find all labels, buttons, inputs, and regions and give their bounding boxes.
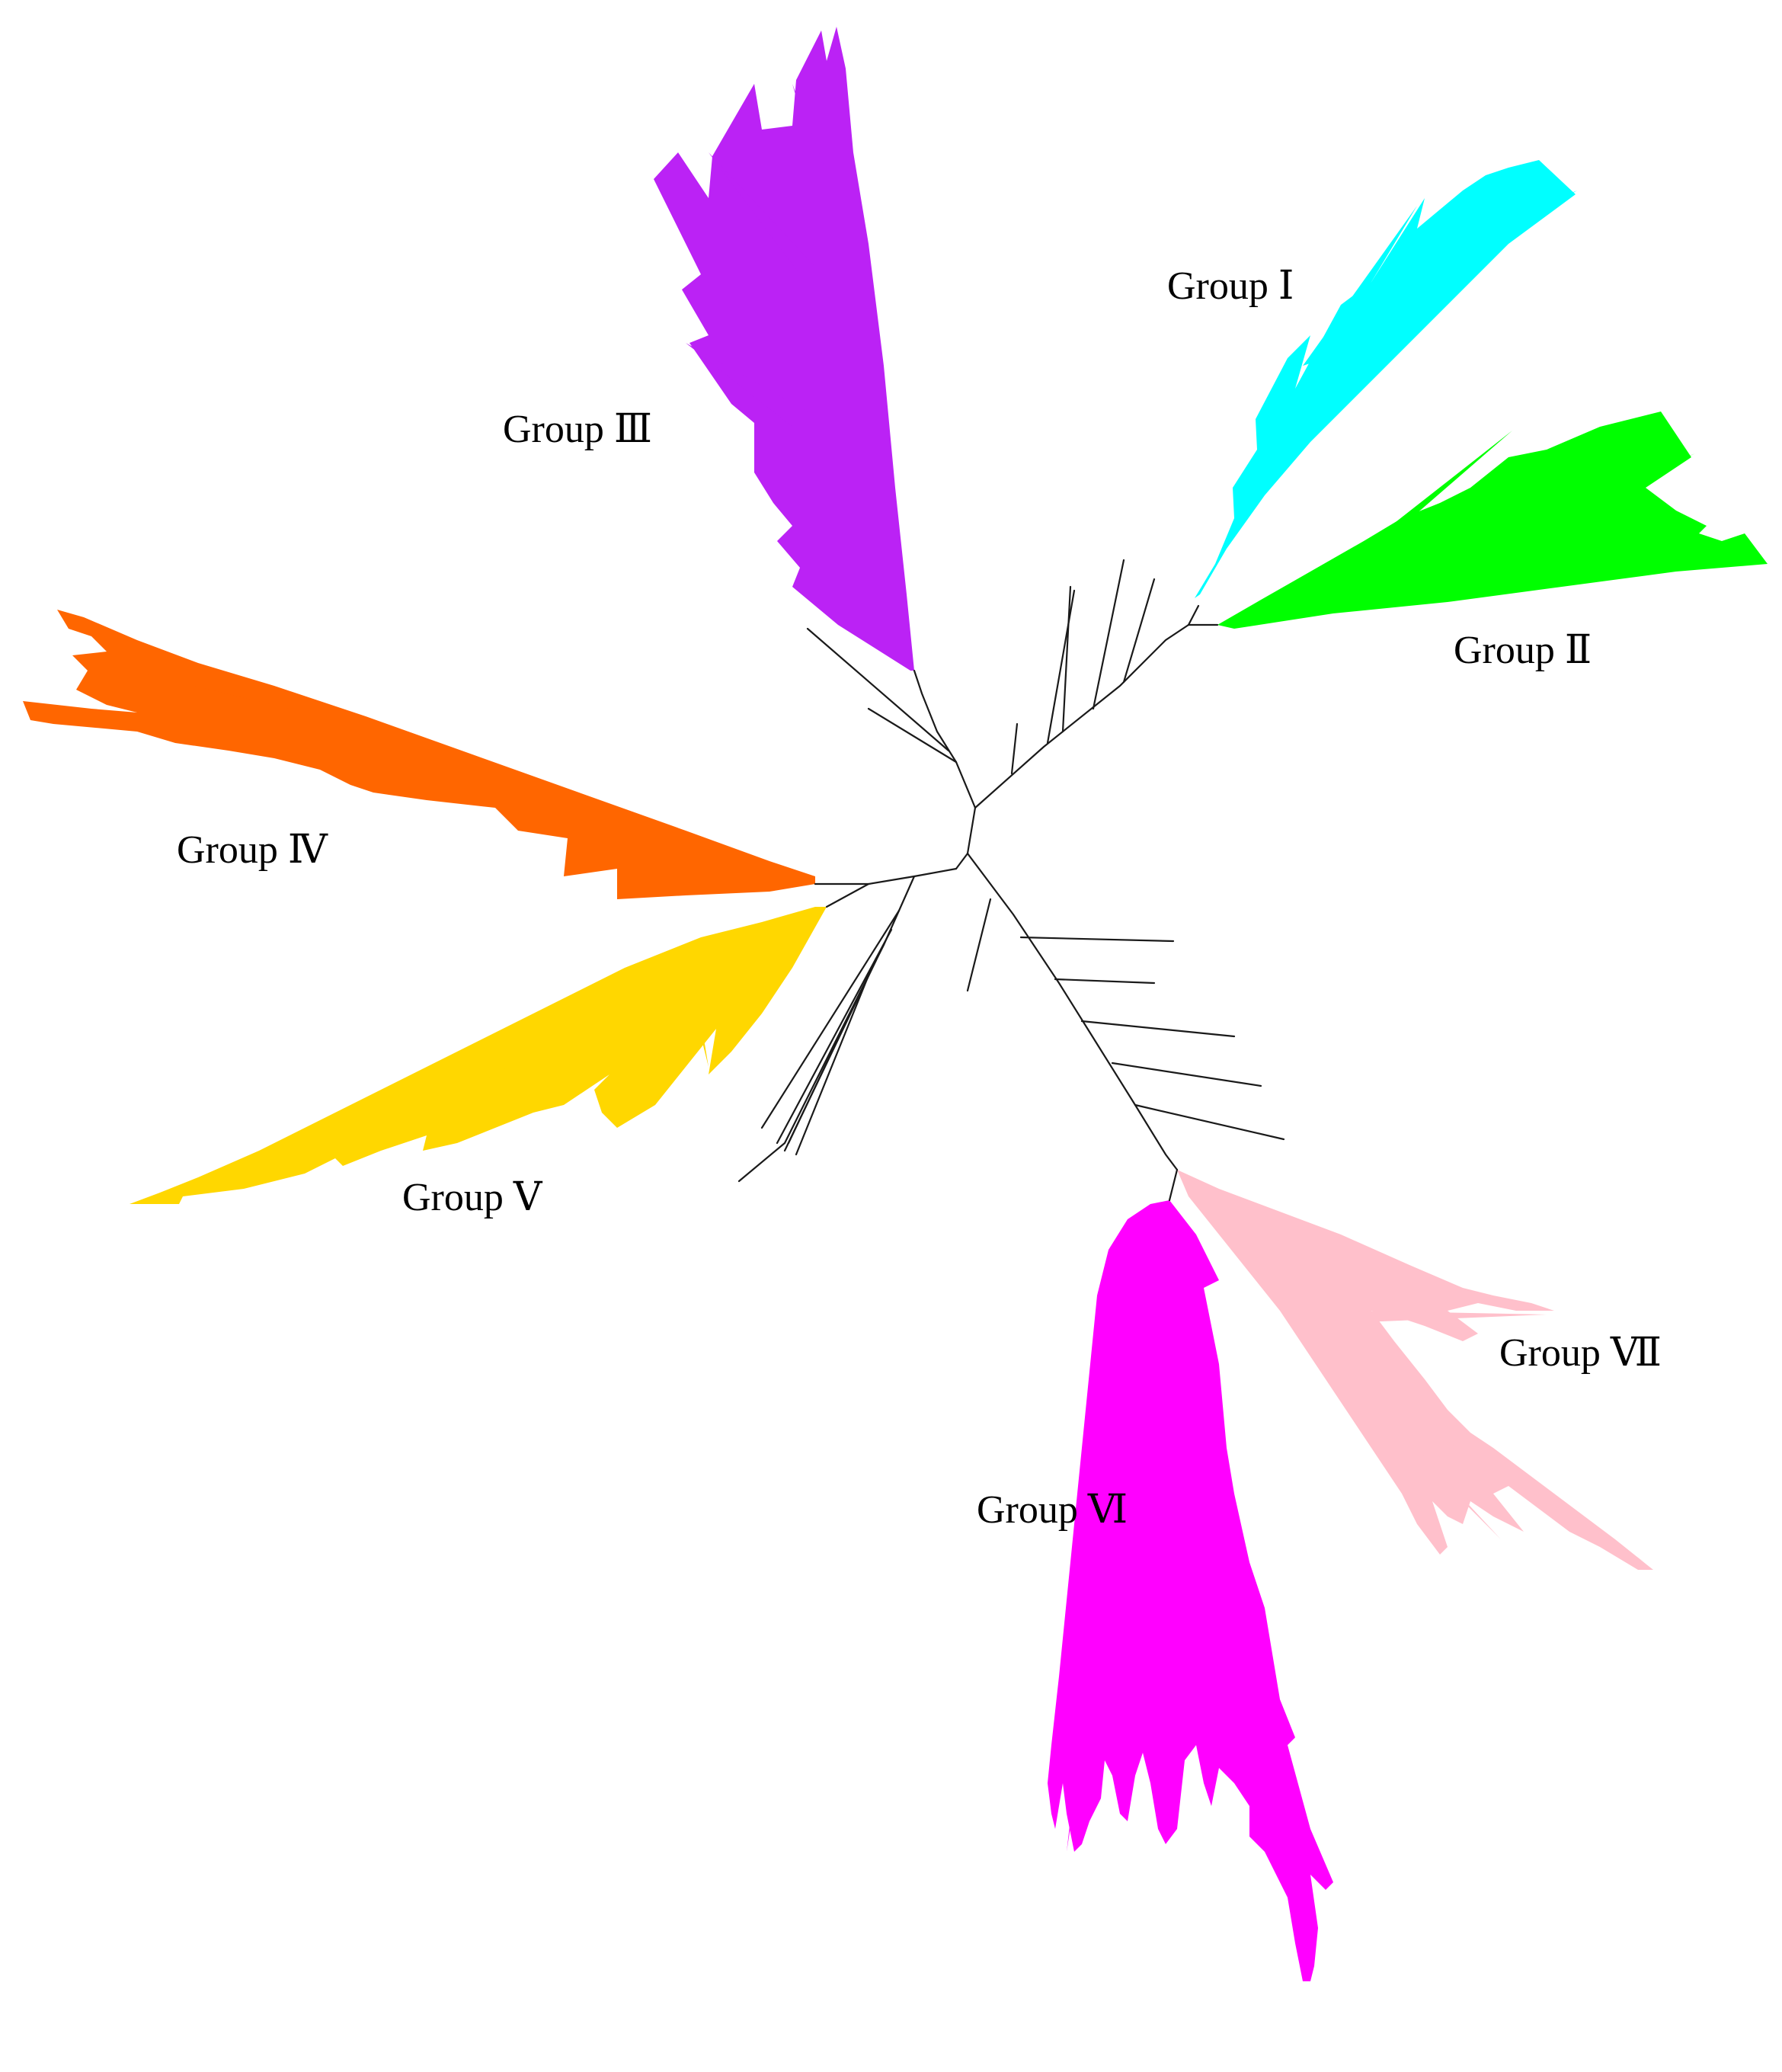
- branch: [974, 623, 1190, 809]
- branch: [867, 707, 958, 764]
- clade-group-4-spike: [122, 724, 244, 735]
- branch: [1019, 936, 1175, 943]
- clade-group-1-spike: [1432, 191, 1577, 263]
- clade-group-1-spike: [1303, 206, 1417, 366]
- clade-group-7-spike: [1356, 1311, 1547, 1322]
- clade-group-2-spike: [1432, 453, 1695, 568]
- clade-group-3-spike: [709, 152, 815, 274]
- branch: [825, 882, 870, 908]
- clade-group-6-fan: [1048, 1200, 1333, 1981]
- branch: [1187, 604, 1200, 626]
- clade-group-4-fan: [23, 610, 815, 899]
- clade-group-6-spike: [1067, 1524, 1116, 1852]
- branch: [966, 806, 977, 855]
- branch: [1080, 1020, 1236, 1038]
- branch: [1122, 578, 1156, 684]
- branch: [760, 909, 901, 1129]
- clade-group-3: [654, 27, 914, 671]
- clade-group-2-spike: [1562, 564, 1764, 579]
- branch: [1092, 559, 1125, 710]
- group-label-7: Group Ⅶ: [1499, 1331, 1662, 1375]
- group-label-5: Group Ⅴ: [402, 1176, 543, 1219]
- branch: [1111, 1062, 1262, 1087]
- branch: [913, 669, 977, 809]
- clade-group-3-spike: [792, 84, 830, 191]
- group-label-6: Group Ⅵ: [977, 1488, 1128, 1532]
- branch: [814, 867, 958, 885]
- group-label-4: Group Ⅳ: [177, 828, 328, 872]
- clade-group-7: [1177, 1170, 1653, 1570]
- branch: [1046, 589, 1076, 745]
- clade-group-4-spike: [99, 663, 305, 713]
- branch: [776, 928, 893, 1145]
- clade-group-3-spike: [686, 343, 808, 427]
- group-label-3: Group Ⅲ: [503, 408, 652, 451]
- group-label-2: Group Ⅱ: [1454, 629, 1592, 672]
- clade-group-3-fan: [654, 27, 914, 671]
- clade-group-5: [130, 907, 827, 1204]
- branch: [1010, 722, 1019, 775]
- clade-group-7-spike: [1394, 1433, 1501, 1539]
- clade-group-6-spike: [1173, 1524, 1189, 1753]
- branch: [966, 852, 1179, 1171]
- clade-group-2-spike: [1318, 431, 1512, 583]
- branch: [966, 898, 992, 992]
- clade-group-1: [1195, 160, 1577, 598]
- clade-group-5-spike: [686, 975, 709, 1067]
- group-label-1: Group Ⅰ: [1167, 264, 1294, 308]
- group-labels: Group Ⅰ Group Ⅱ Group Ⅲ Group Ⅳ Group Ⅴ …: [177, 264, 1662, 1532]
- clade-group-5-spike: [427, 1036, 549, 1113]
- clade-group-7-spike: [1432, 1433, 1646, 1562]
- clade-group-7-fan: [1177, 1170, 1653, 1570]
- branch: [1061, 585, 1072, 733]
- clade-group-6-spike: [1189, 1524, 1230, 1768]
- clade-group-1-spike: [1356, 160, 1539, 312]
- branch: [1168, 1168, 1179, 1202]
- clade-group-4: [23, 610, 815, 899]
- clade-group-5-fan: [130, 907, 827, 1204]
- branch: [955, 852, 969, 870]
- branch: [787, 989, 862, 1145]
- clade-group-6: [1048, 1200, 1333, 1981]
- branch: [795, 974, 870, 1156]
- branch: [1054, 978, 1156, 985]
- tree-backbone: [737, 559, 1285, 1202]
- branch: [1134, 1103, 1285, 1141]
- branch: [806, 627, 950, 752]
- clade-group-2: [1217, 412, 1768, 629]
- clade-group-1-fan: [1195, 160, 1576, 598]
